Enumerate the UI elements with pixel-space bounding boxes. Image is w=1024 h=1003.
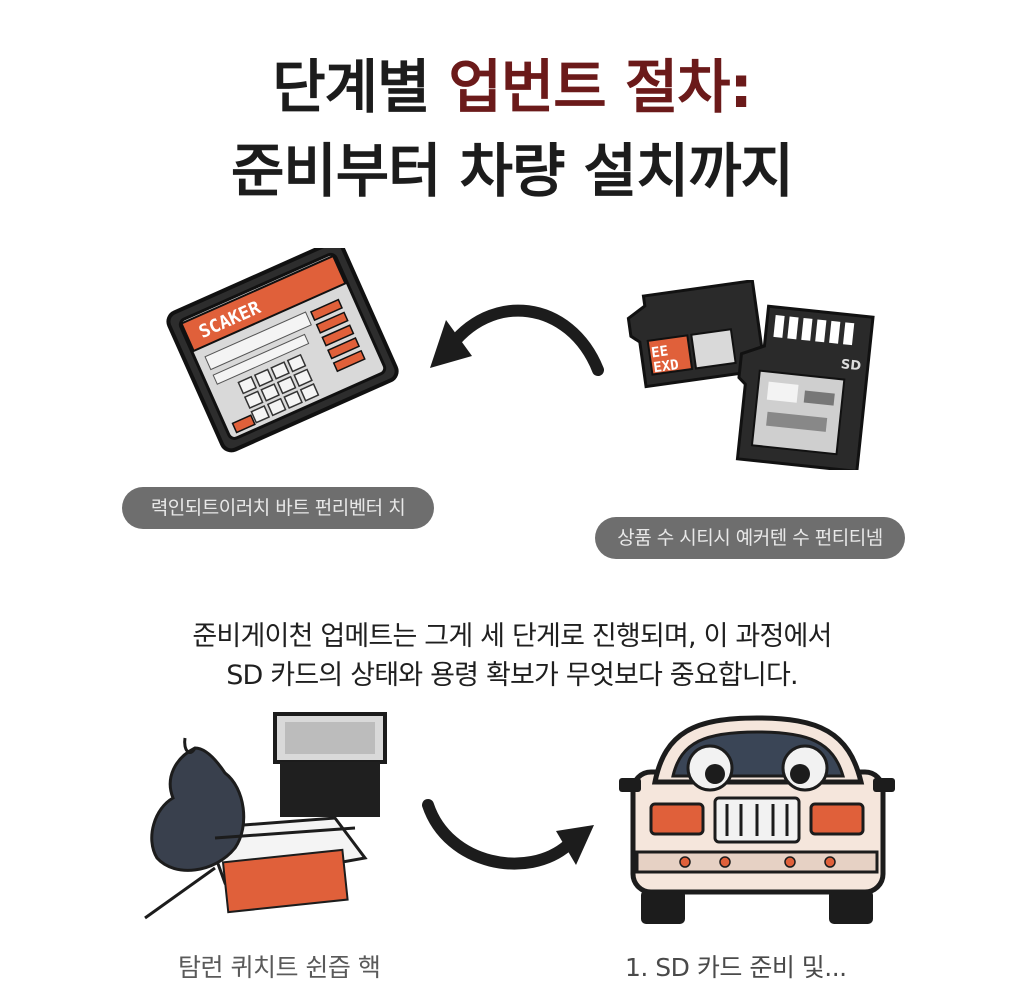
step-label-right: 상품 수 시티시 예커텐 수 펀티티넴 xyxy=(595,517,905,559)
step-label-left: 력인되트이러치 바트 펀리벤터 치 xyxy=(122,487,434,529)
micro-card-bottom-text: EXD xyxy=(652,357,679,376)
page-title-line-2: 준비부터 차량 설치까지 xyxy=(231,137,794,205)
curved-arrow-right-icon xyxy=(422,799,594,870)
description-line-2: SD 카드의 상태와 용령 확보가 무엇보다 중요합니다. xyxy=(226,660,798,691)
car-illustration xyxy=(619,715,895,924)
curved-arrow-left-icon xyxy=(430,304,604,376)
title-prefix: 단계별 xyxy=(272,53,449,121)
large-sd-card-illustration: SCAKER xyxy=(166,248,399,453)
micro-card-badge: SD xyxy=(840,357,862,374)
caption-left: 탐런 퀴치트 쉰즙 핵 xyxy=(178,953,381,982)
description-line-1: 준비게이천 업메트는 그게 세 단게로 진행되며, 이 과정에서 xyxy=(192,621,832,652)
micro-sd-cards-illustration: ЕЕ EXD SD xyxy=(626,280,875,470)
micro-card-top-text: ЕЕ xyxy=(650,343,669,361)
title-accent: 업번트 절차: xyxy=(448,53,753,121)
caption-right: 1. SD 카드 준비 및... xyxy=(625,953,847,982)
laptop-preparation-illustration xyxy=(144,712,387,920)
page-title-line-1: 단계별 업번트 절차: xyxy=(0,58,1024,116)
